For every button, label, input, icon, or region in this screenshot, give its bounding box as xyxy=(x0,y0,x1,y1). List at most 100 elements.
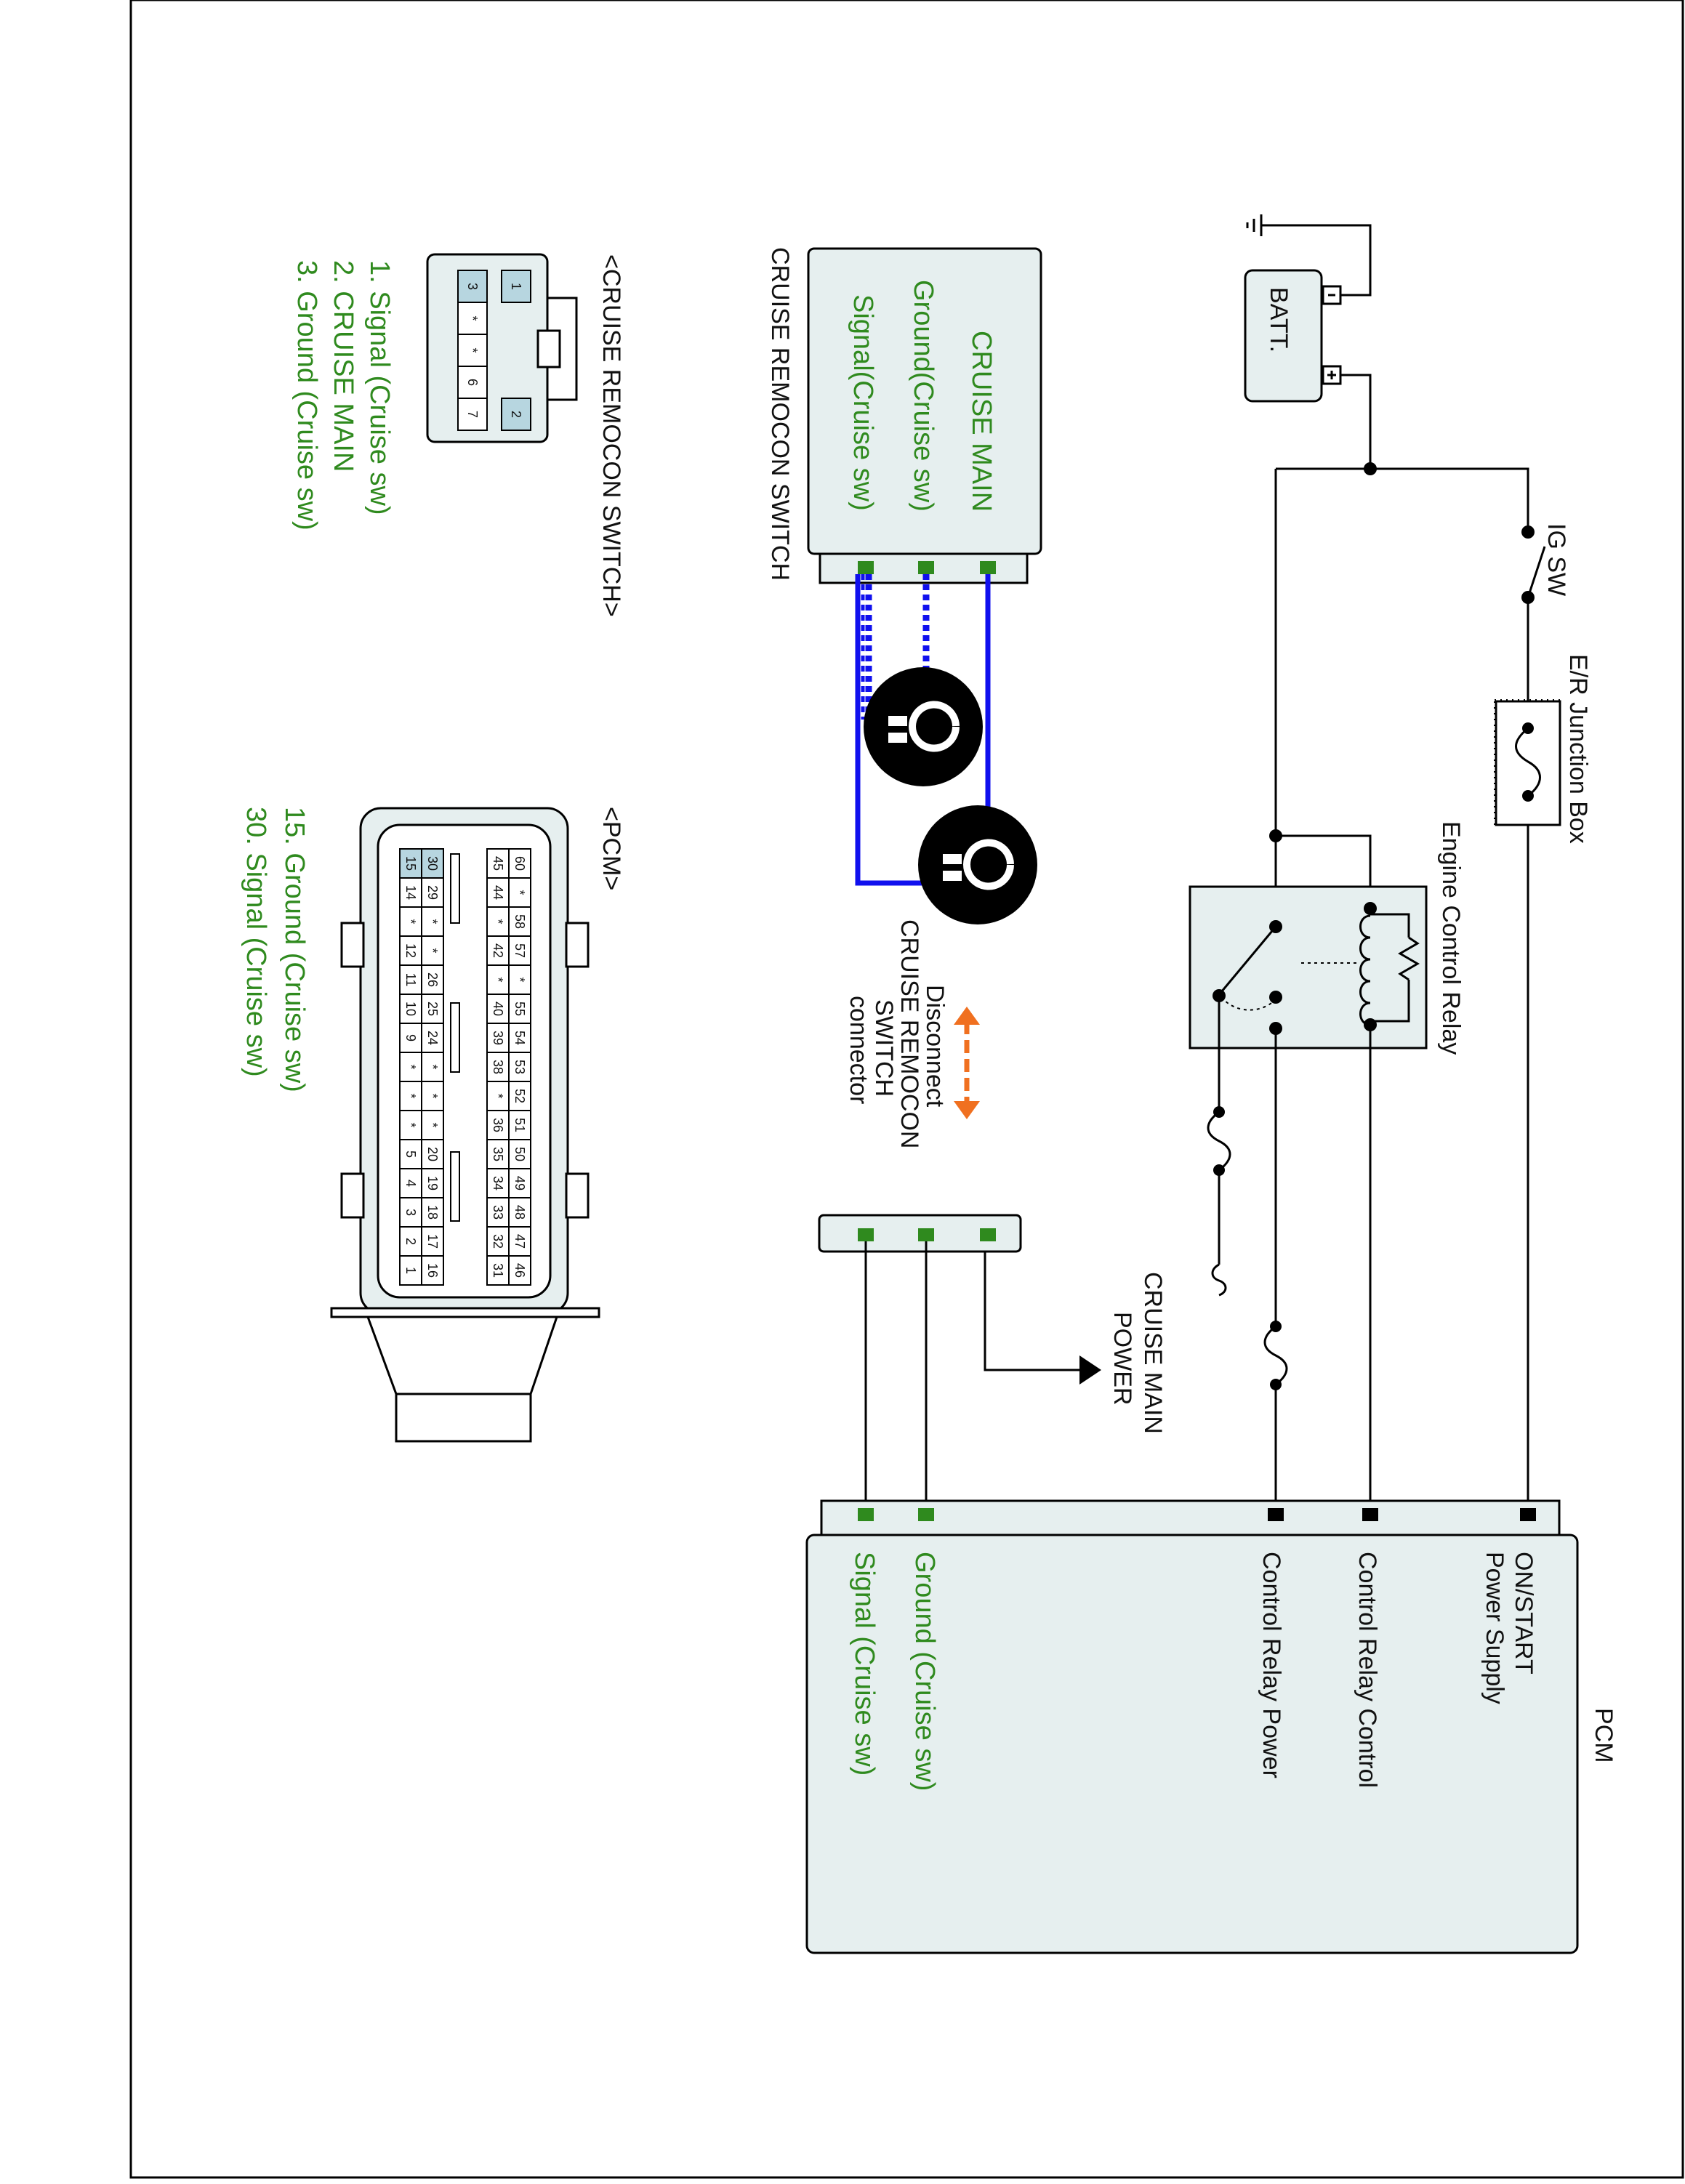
er-junction-box: E/R Junction Box xyxy=(1494,654,1592,844)
pcm-pin-14-cell xyxy=(399,877,422,908)
pcm-pin-3-cell xyxy=(399,1197,422,1228)
pcm-pin-19: 19 xyxy=(425,1176,440,1190)
pcm-pin-58: 58 xyxy=(512,914,527,929)
switch-legend-1: 1. Signal (Cruise sw) xyxy=(364,260,395,515)
junction-box-label: E/R Junction Box xyxy=(1564,654,1592,844)
pcm-ground-label: Ground (Cruise sw) xyxy=(909,1552,940,1791)
engine-control-relay: Engine Control Relay xyxy=(1189,821,1465,1055)
pcm-pin-33: 33 xyxy=(491,1205,505,1220)
switch-legend-3: 3. Ground (Cruise sw) xyxy=(291,260,322,531)
pcm-pin-52: 52 xyxy=(512,1089,527,1103)
cruise-main-power-wire xyxy=(984,1236,1083,1371)
relay-coil-feed-wire xyxy=(1276,834,1372,905)
pcm-pin-46: 46 xyxy=(512,1263,527,1278)
pcm-pin-star: * xyxy=(425,1093,440,1098)
fuse-icon xyxy=(1207,1106,1231,1176)
pcm-pin-26: 26 xyxy=(425,972,440,987)
pcm-pin-26-cell xyxy=(421,964,444,995)
pcm-pin-star-cell xyxy=(421,1110,444,1140)
ig-sw-label: IG SW xyxy=(1543,523,1570,596)
pcm-pin-1: 1 xyxy=(403,1267,418,1274)
pcm-pin-star: * xyxy=(403,1064,418,1069)
battery: BATT. xyxy=(1244,269,1342,403)
switch-pin-6-cell xyxy=(457,366,488,399)
pcm-pin-star-cell xyxy=(399,906,422,937)
switch-pin-7: 7 xyxy=(465,411,480,418)
pcm-pin-3: 3 xyxy=(403,1209,418,1216)
pcm-control-relay-power-label: Control Relay Power xyxy=(1258,1552,1285,1778)
pcm-pin-49-cell xyxy=(508,1168,531,1198)
pcm-pin-50: 50 xyxy=(512,1147,527,1161)
switch-title: CRUISE REMOCON SWITCH xyxy=(766,247,794,581)
switch-pin-2-cell xyxy=(501,398,531,431)
pcm-pin-51: 51 xyxy=(512,1118,527,1132)
pcm-pin-32: 32 xyxy=(491,1234,505,1249)
switch-connector-title: <CRUISE REMOCON SWITCH> xyxy=(598,254,625,617)
pcm-pin-49: 49 xyxy=(512,1176,527,1190)
pcm-pin-star-cell xyxy=(421,906,444,937)
fuse-icon xyxy=(1263,1321,1288,1390)
pcm-pin-star-cell xyxy=(399,1081,422,1111)
pcm-legend-30: 30. Signal (Cruise sw) xyxy=(241,807,271,1077)
pcm-pin-star: * xyxy=(425,1122,440,1127)
pcm-pin-54-cell xyxy=(508,1023,531,1053)
pcm-pin-star: * xyxy=(491,1093,505,1098)
pcm-pin-48: 48 xyxy=(512,1205,527,1220)
pcm-pin-35: 35 xyxy=(491,1147,505,1161)
pcm-pin-star: * xyxy=(403,1122,418,1127)
pcm-pin-30: 30 xyxy=(425,856,440,871)
pcm-pin-60: 60 xyxy=(512,856,527,871)
battery-label: BATT. xyxy=(1265,287,1292,352)
pcm-legend-15: 15. Ground (Cruise sw) xyxy=(279,807,310,1092)
battery-positive-wire xyxy=(1340,374,1372,469)
pcm-pin-2: 2 xyxy=(403,1238,418,1245)
disconnect-arrow-icon xyxy=(954,1007,980,1119)
pcm-pin-53: 53 xyxy=(512,1060,527,1074)
pcm-pin-34: 34 xyxy=(491,1176,505,1190)
pcm-pin-38: 38 xyxy=(491,1060,505,1074)
switch-pin-6: 6 xyxy=(465,379,480,386)
pcm-connector-view: <PCM> 60*5857*555453525150494847464544*4… xyxy=(241,807,625,1443)
cruise-remocon-switch: CRUISE REMOCON SWITCH CRUISE MAIN Ground… xyxy=(766,247,1042,584)
wire-break-icon xyxy=(1211,1263,1227,1297)
pcm-pin-40-cell xyxy=(486,994,510,1024)
pcm-pin-40: 40 xyxy=(491,1002,505,1016)
pcm-pin-9-cell xyxy=(399,1023,422,1053)
switch-legend-2: 2. CRUISE MAIN xyxy=(328,260,358,472)
pcm-pin-star: * xyxy=(403,1093,418,1098)
switch-connector-pins: 123**67 xyxy=(457,270,531,431)
pcm-pin-star: * xyxy=(425,919,440,924)
pcm-pin-star-cell xyxy=(399,1052,422,1082)
pcm-pin-star: * xyxy=(425,1064,440,1069)
switch-pin-2: 2 xyxy=(509,411,523,418)
pcm-on-start-label: ON/START xyxy=(1510,1552,1537,1675)
disconnect-note-line-3: SWITCH xyxy=(870,999,898,1097)
pcm-pin-star: * xyxy=(512,890,527,895)
pcm-pin-44: 44 xyxy=(491,885,505,900)
disconnect-note-line-2: CRUISE REMOCON xyxy=(896,919,923,1148)
pcm-pin-39: 39 xyxy=(491,1031,505,1045)
switch-pin-1-cell xyxy=(501,270,531,303)
switch-pin-7-cell xyxy=(457,398,488,431)
pcm-pin-47: 47 xyxy=(512,1234,527,1249)
pcm-pin-11: 11 xyxy=(403,973,418,987)
pcm-pin-11-cell xyxy=(399,964,422,995)
switch-pin-ground: Ground(Cruise sw) xyxy=(908,280,938,512)
pcm-pin-10: 10 xyxy=(403,1002,418,1016)
pcm-pin-44-cell xyxy=(486,877,510,908)
pcm-pin-17-cell xyxy=(421,1226,444,1257)
main-bus-wire xyxy=(1276,467,1529,531)
pcm-pin-24: 24 xyxy=(425,1031,440,1045)
pcm-pin-31-cell xyxy=(486,1255,510,1286)
pcm-power-supply-label: Power Supply xyxy=(1481,1552,1508,1704)
pcm-pin-42-cell xyxy=(486,935,510,966)
pcm-pin-46-cell xyxy=(508,1255,531,1286)
cruise-main-power-label: CRUISE MAIN xyxy=(1139,1272,1167,1434)
pcm-pin-15-cell xyxy=(399,848,422,879)
pcm-pin-45: 45 xyxy=(491,856,505,871)
pcm-pin-31: 31 xyxy=(491,1263,505,1278)
pcm-connector-pins: 60*5857*555453525150494847464544*42*4039… xyxy=(399,848,531,1286)
pcm-pin-1-cell xyxy=(399,1255,422,1286)
